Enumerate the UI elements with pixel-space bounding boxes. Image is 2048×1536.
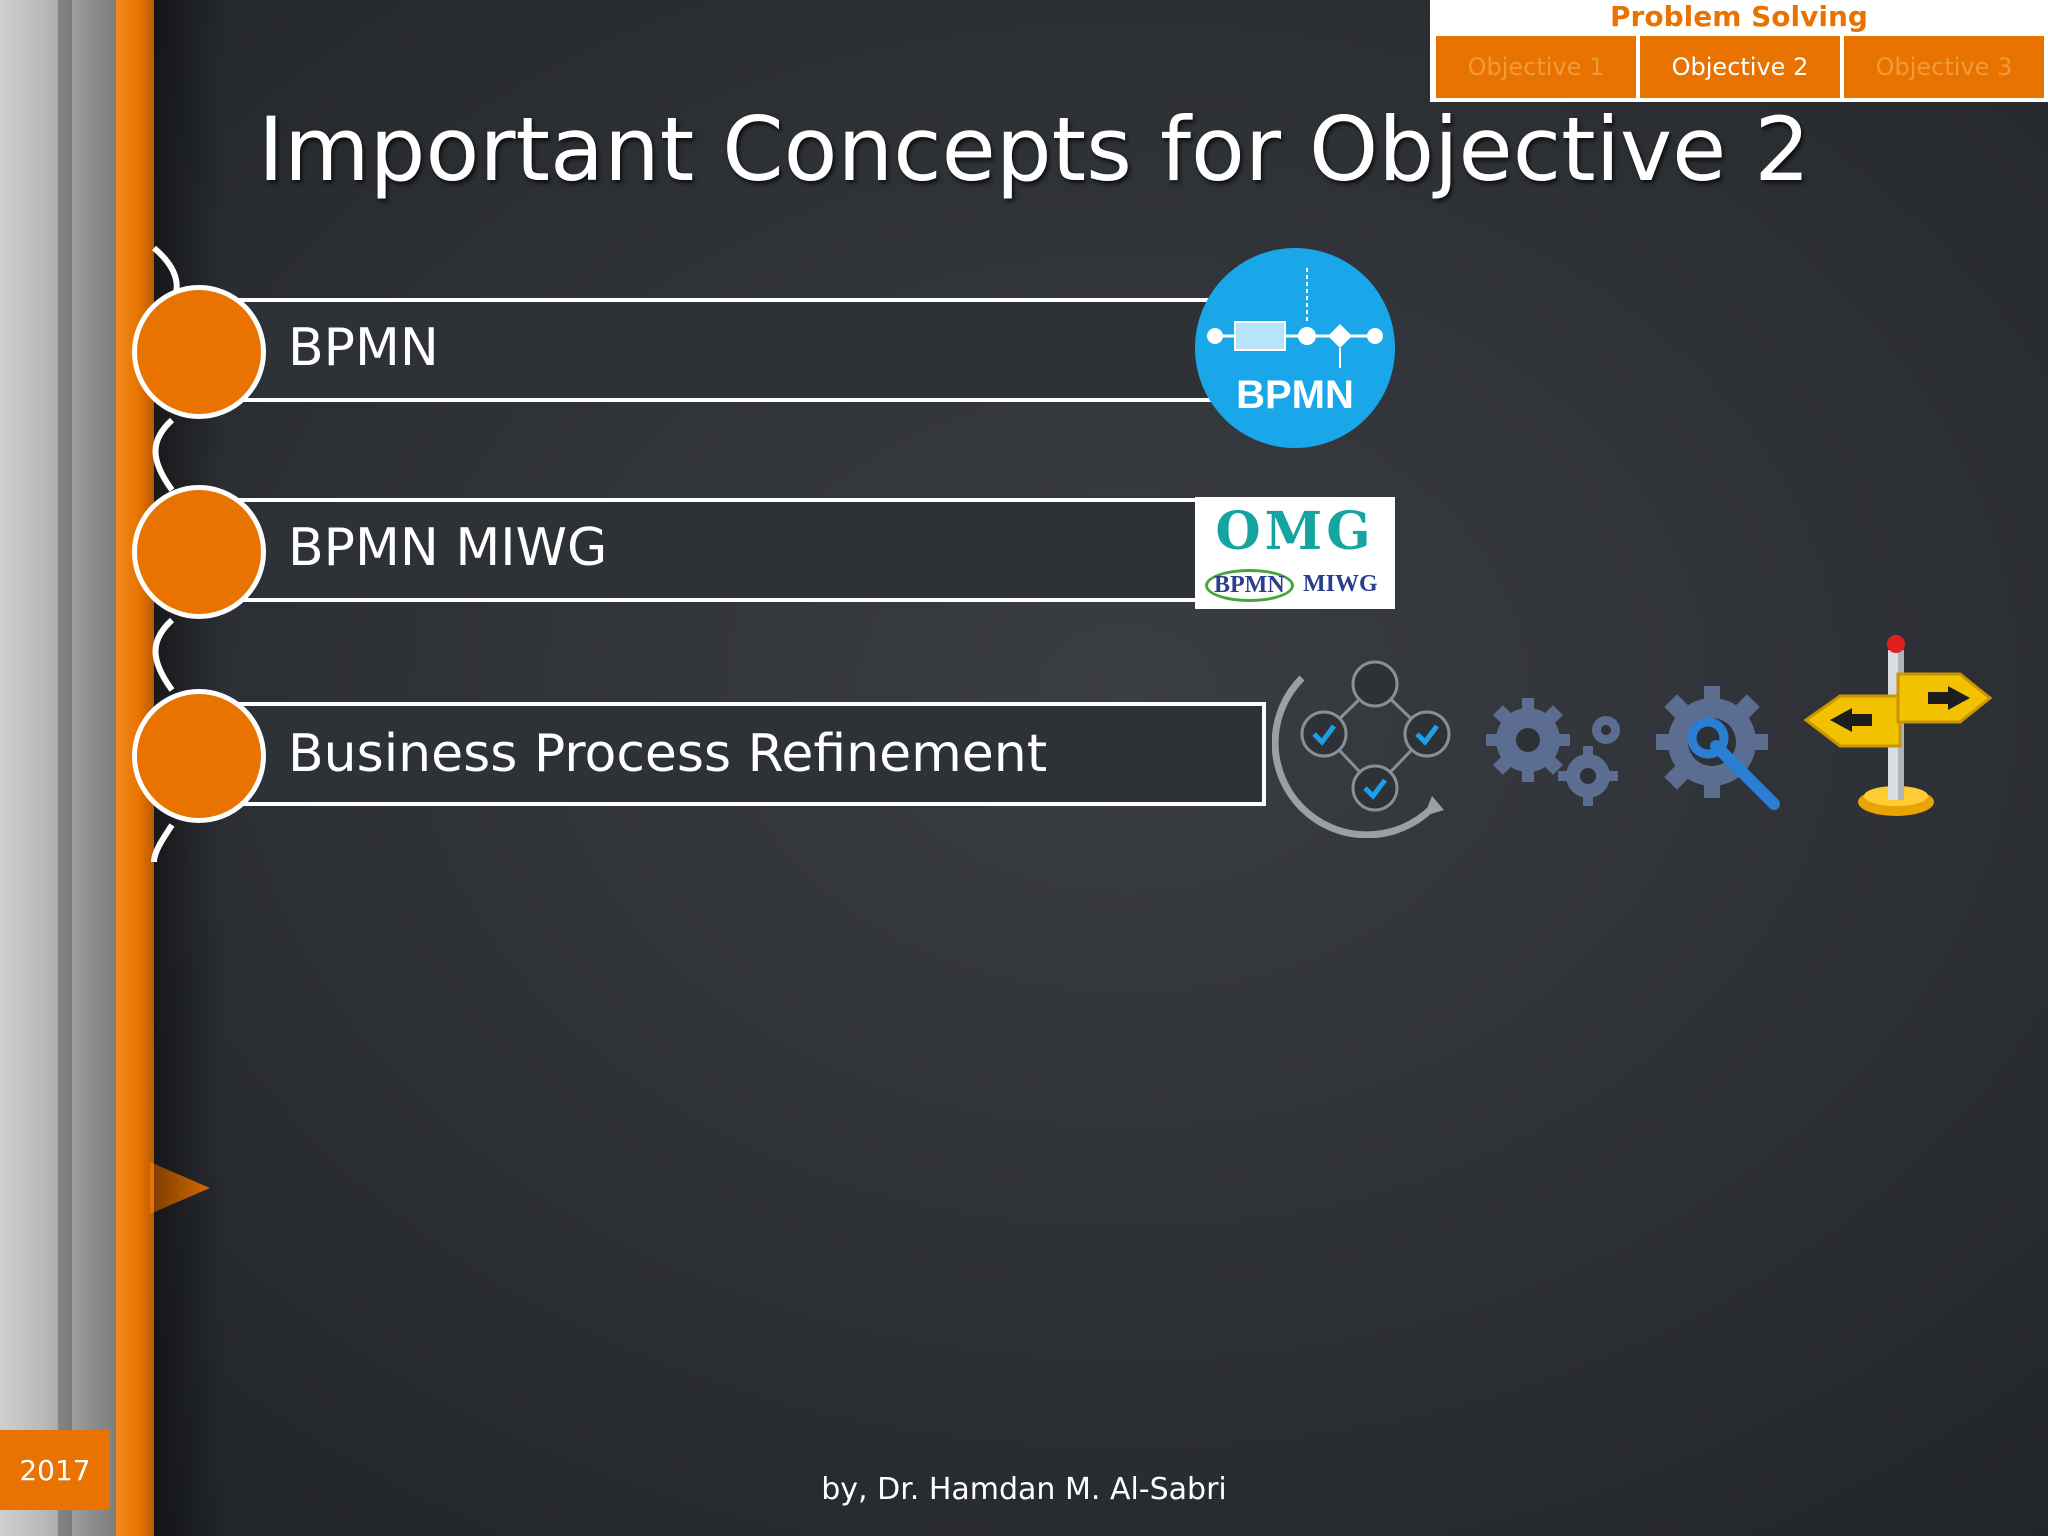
- list-item-label: BPMN MIWG: [288, 518, 608, 578]
- omg-bpmn-text: BPMN: [1205, 569, 1294, 602]
- year-label: 2017: [0, 1430, 110, 1510]
- signpost-icon: [1803, 635, 1993, 816]
- objective-nav: Problem Solving Objective 1 Objective 2 …: [1430, 0, 2048, 102]
- list-item-bar: [200, 498, 1230, 602]
- author-footer: by, Dr. Hamdan M. Al-Sabri: [821, 1472, 1227, 1507]
- orange-notch: [150, 1162, 210, 1214]
- tab-objective-1[interactable]: Objective 1: [1436, 36, 1636, 98]
- list-item-label: Business Process Refinement: [288, 724, 1048, 784]
- list-bullet: [132, 689, 266, 823]
- tab-objective-2[interactable]: Objective 2: [1640, 36, 1840, 98]
- gear-wrench-icon: [1656, 686, 1780, 810]
- list-item-bar: [200, 702, 1266, 806]
- process-cycle-icon: [1272, 660, 1451, 838]
- list-item-label: BPMN: [288, 318, 439, 378]
- bpmn-logo: BPMN: [1195, 248, 1395, 448]
- page-title: Important Concepts for Objective 2: [258, 98, 1811, 201]
- omg-miwg-logo: OMG BPMN MIWG: [1195, 497, 1395, 609]
- list-item-bar: [200, 298, 1230, 402]
- omg-logo-text: OMG: [1215, 501, 1375, 562]
- list-bullet: [132, 485, 266, 619]
- gears-icon: [1486, 698, 1620, 806]
- bpmn-diagram-icon: [1207, 268, 1383, 368]
- nav-title: Problem Solving: [1610, 0, 1868, 33]
- bpmn-logo-text: BPMN: [1236, 373, 1354, 417]
- omg-miwg-text: MIWG: [1303, 571, 1378, 597]
- list-bullet: [132, 285, 266, 419]
- tab-objective-3[interactable]: Objective 3: [1844, 36, 2044, 98]
